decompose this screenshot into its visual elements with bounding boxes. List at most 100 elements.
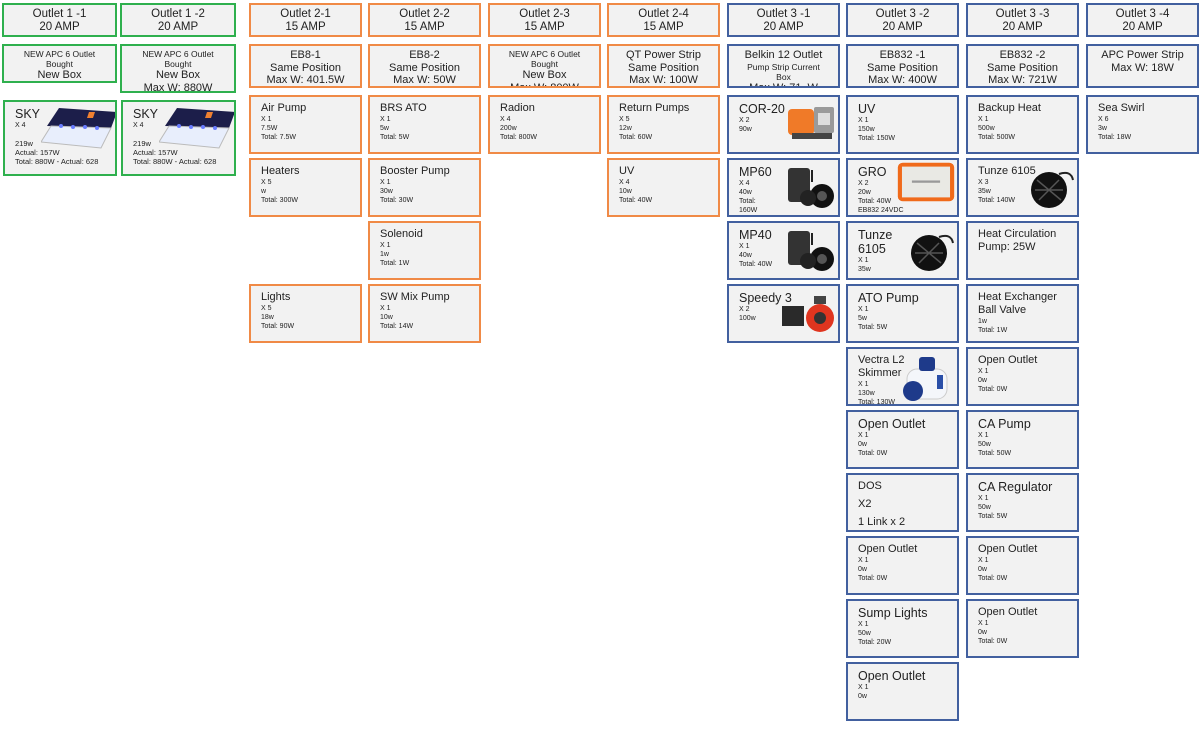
device-spec: 160W <box>739 207 758 214</box>
outlet-name: Outlet 1 -2 <box>151 8 205 20</box>
device-name: MP40 <box>739 228 772 242</box>
sky-light-fixture-icon <box>158 106 234 155</box>
device-spec: w <box>261 188 267 195</box>
device-spec: Total: 0W <box>858 575 888 582</box>
device-spec: Total: 60W <box>619 134 653 141</box>
device-spec: Total: 0W <box>978 638 1008 645</box>
device-name: Lights <box>261 291 291 303</box>
outlet-name: Outlet 3 -4 <box>1115 8 1170 20</box>
device-name: Open Outlet <box>858 543 918 555</box>
device-name: MP60 <box>739 165 772 179</box>
device-spec: Actual: 157W <box>133 148 178 157</box>
power-strip-line: QT Power Strip <box>626 49 701 61</box>
power-strip-line: NEW APC 6 Outlet <box>142 49 214 59</box>
device-spec: X2 <box>858 498 872 510</box>
device-spec: X 4 <box>500 116 511 123</box>
device-name: Open Outlet <box>858 669 926 683</box>
device-spec: X 4 <box>133 122 144 129</box>
device-spec: Actual: 157W <box>15 148 60 157</box>
device-spec: X 1 <box>858 432 869 439</box>
outlet-amperage: 15 AMP <box>285 21 326 33</box>
device-name: COR-20 <box>739 102 785 116</box>
power-strip-line: Bought <box>164 59 192 69</box>
outlet-name: Outlet 2-3 <box>519 8 570 20</box>
device-spec: X 1 <box>858 557 869 564</box>
device-spec: 90w <box>739 126 752 133</box>
device-name: Tunze 6105 <box>858 228 893 256</box>
device-spec: Total: 1W <box>380 260 410 267</box>
power-strip-line: EB832 -2 <box>999 49 1046 61</box>
device-spec: 40w <box>739 252 752 259</box>
tunze-pump-icon <box>905 229 955 278</box>
vectra-pump-icon <box>899 355 955 404</box>
power-strip-line: Box <box>776 71 791 82</box>
device-name: UV <box>858 102 876 116</box>
power-strip-line: New Box <box>155 69 201 81</box>
device-spec: 7.5W <box>261 125 278 132</box>
power-strip-line: Pump Strip Current <box>747 61 820 72</box>
device-spec: Total: 14W <box>380 323 414 330</box>
device-spec: X 1 <box>858 621 869 628</box>
device-spec: 10w <box>380 314 393 321</box>
device-spec: Total: 30W <box>380 197 414 204</box>
device-spec: Total: 300W <box>261 197 298 204</box>
device-spec: X 1 <box>858 381 869 388</box>
device-spec: 0w <box>858 441 867 448</box>
device-spec: X 2 <box>739 306 750 313</box>
power-strip-line: Same Position <box>867 61 938 74</box>
device-spec: 1w <box>380 251 389 258</box>
device-name: Open Outlet <box>978 354 1038 366</box>
device-name: Speedy 3 <box>739 291 792 305</box>
device-name: CA Pump <box>978 417 1031 431</box>
device-card[interactable]: Heat Circulation Pump: 25W <box>966 221 1079 280</box>
power-strip-line: Same Position <box>389 61 460 74</box>
device-spec: 219w <box>133 139 151 148</box>
power-strip-line: New Box <box>37 69 82 81</box>
device-spec: 1 Link x 2 <box>858 516 906 528</box>
power-strip-line: Max W: 800W <box>510 81 579 88</box>
device-spec: 0w <box>978 629 987 636</box>
